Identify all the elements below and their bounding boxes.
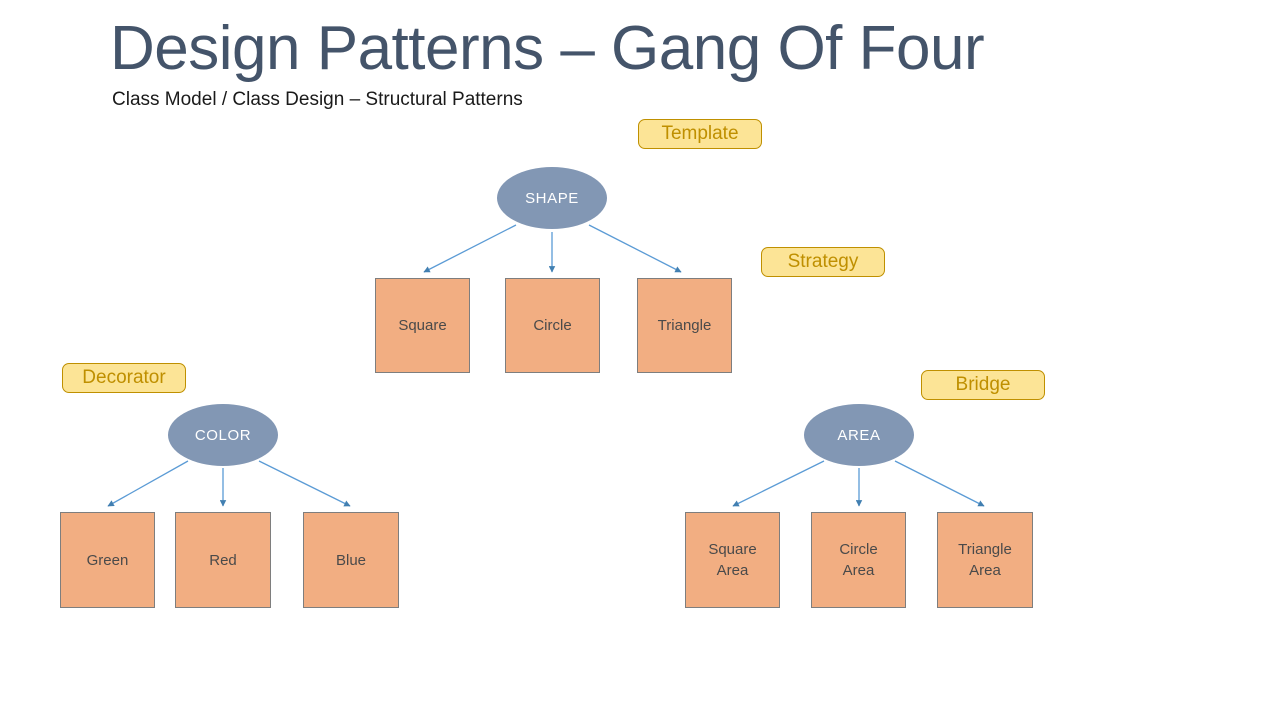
- node-area[interactable]: AREA: [804, 404, 914, 466]
- node-triangle-area-label: Triangle Area: [958, 541, 1012, 579]
- node-red-label: Red: [209, 551, 237, 569]
- node-square[interactable]: Square: [375, 278, 470, 373]
- node-circle-label: Circle: [533, 317, 572, 334]
- badge-decorator[interactable]: Decorator: [62, 363, 186, 393]
- node-square-area[interactable]: Square Area: [685, 512, 780, 608]
- badge-strategy[interactable]: Strategy: [761, 247, 885, 277]
- page-subtitle: Class Model / Class Design – Structural …: [112, 89, 523, 110]
- edge-area-square: [732, 460, 825, 507]
- badge-template[interactable]: Template: [638, 119, 762, 149]
- node-red[interactable]: Red: [175, 512, 271, 608]
- node-green[interactable]: Green: [60, 512, 155, 608]
- node-circle-area-label: Circle Area: [839, 541, 878, 579]
- edge-shape-square: [423, 224, 517, 273]
- page-title: Design Patterns – Gang Of Four: [110, 14, 985, 83]
- node-green-label: Green: [86, 551, 129, 569]
- edge-color-green: [107, 460, 189, 507]
- node-circle[interactable]: Circle: [505, 278, 600, 373]
- node-square-label: Square: [398, 317, 447, 334]
- node-circle-area[interactable]: Circle Area: [811, 512, 906, 608]
- badge-bridge[interactable]: Bridge: [921, 370, 1045, 400]
- node-square-area-label: Square Area: [708, 541, 757, 579]
- node-triangle[interactable]: Triangle: [637, 278, 732, 373]
- node-blue[interactable]: Blue: [303, 512, 399, 608]
- node-triangle-label: Triangle: [657, 317, 712, 334]
- edge-shape-triangle: [588, 224, 682, 273]
- edge-color-blue: [258, 460, 351, 507]
- edge-area-triangle: [894, 460, 985, 507]
- node-shape[interactable]: SHAPE: [497, 167, 607, 229]
- node-blue-label: Blue: [335, 551, 367, 569]
- node-color[interactable]: COLOR: [168, 404, 278, 466]
- node-triangle-area[interactable]: Triangle Area: [937, 512, 1033, 608]
